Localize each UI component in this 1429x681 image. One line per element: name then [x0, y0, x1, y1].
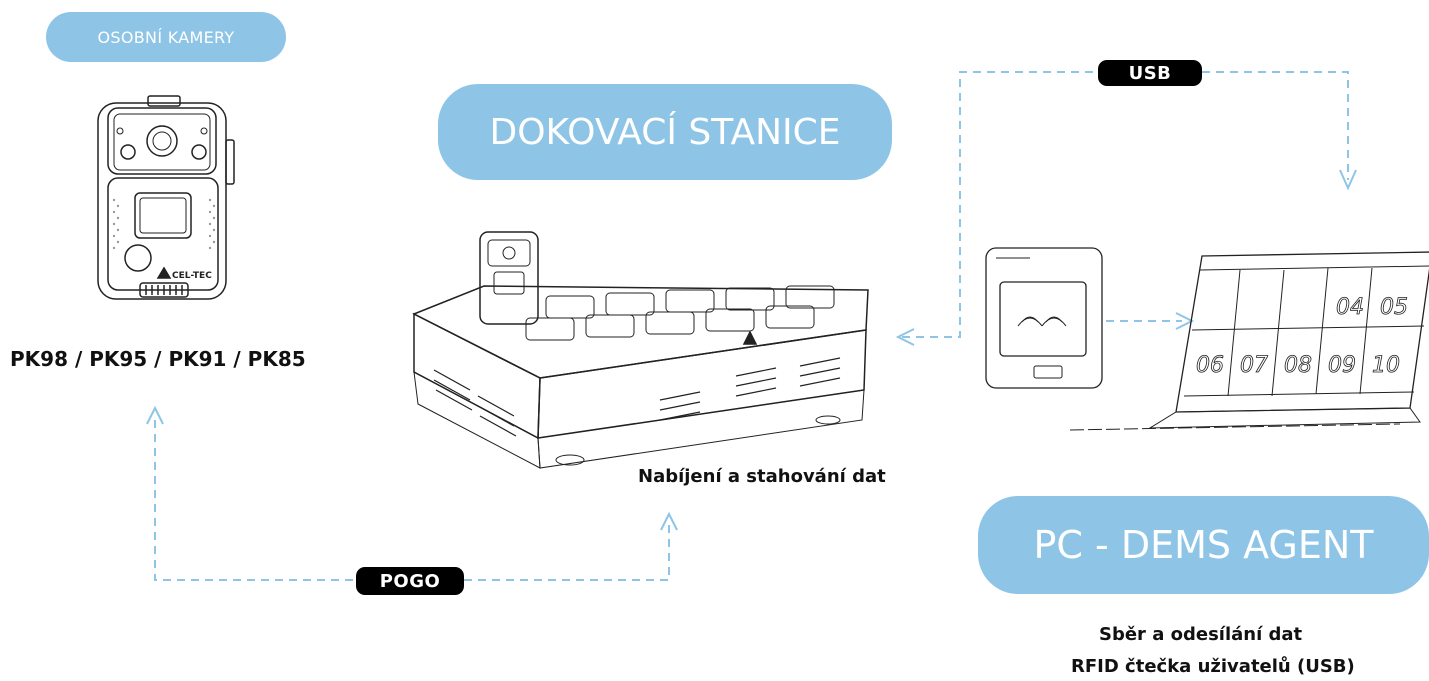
- camera-texture-dots: [112, 198, 216, 250]
- pogo-arrowheads: [146, 405, 678, 531]
- pc-caption-line1: Sběr a odesílání dat: [1099, 624, 1303, 645]
- laptop-slot-numbers: 04 05 06 07 08 09 10: [1196, 295, 1409, 379]
- dock-title: DOKOVACÍ STANICE: [489, 111, 841, 153]
- dock-title-pill: DOKOVACÍ STANICE: [438, 84, 892, 180]
- svg-text:07: 07: [1240, 353, 1268, 378]
- camera-category-pill: OSOBNÍ KAMERY: [46, 12, 286, 62]
- svg-text:05: 05: [1380, 295, 1408, 320]
- rfid-reader-image: [985, 247, 1103, 389]
- svg-text:04: 04: [1336, 295, 1364, 320]
- pc-title-pill: PC - DEMS AGENT: [978, 496, 1429, 594]
- dock-caption: Nabíjení a stahování dat: [638, 466, 886, 487]
- camera-category-label: OSOBNÍ KAMERY: [97, 27, 235, 47]
- pc-caption-line2: RFID čtečka uživatelů (USB): [1071, 656, 1355, 677]
- camera-brand-logo: CEL-TEC: [172, 271, 212, 281]
- usb-label: USB: [1128, 62, 1172, 84]
- usb-connection-line: [902, 71, 1349, 338]
- body-camera-image: [97, 95, 235, 300]
- laptop-image: [1069, 251, 1429, 431]
- reader-to-pc-arrowhead: [1175, 312, 1195, 330]
- svg-text:10: 10: [1372, 353, 1400, 378]
- pogo-connection-line: [154, 420, 670, 581]
- camera-models-label: PK98 / PK95 / PK91 / PK85: [10, 347, 306, 371]
- usb-arrowheads: [895, 169, 1357, 346]
- pogo-label: POGO: [379, 570, 441, 592]
- svg-text:08: 08: [1284, 353, 1312, 378]
- docking-station-image: [412, 231, 869, 469]
- pc-title: PC - DEMS AGENT: [1033, 523, 1374, 567]
- pogo-badge: POGO: [356, 567, 464, 595]
- svg-text:09: 09: [1328, 353, 1356, 378]
- usb-badge: USB: [1098, 60, 1202, 86]
- svg-text:06: 06: [1196, 353, 1224, 378]
